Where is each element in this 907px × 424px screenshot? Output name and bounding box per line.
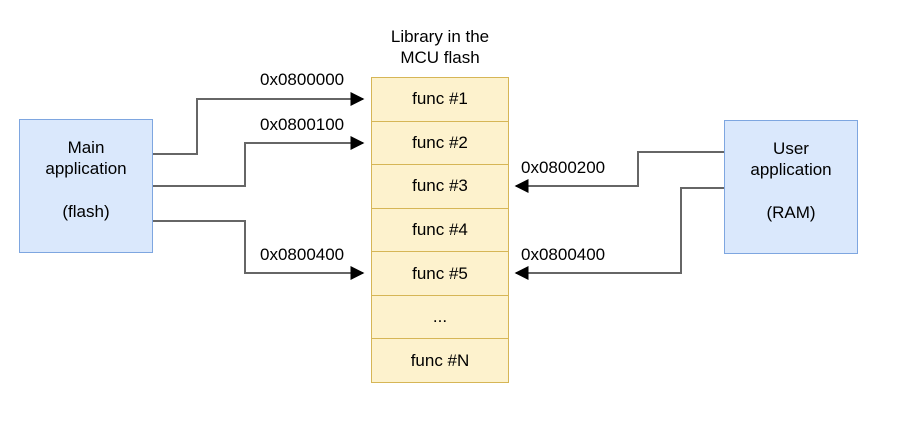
address-label-0x0800100: 0x0800100 (260, 115, 345, 134)
address-label-0x0800400-main: 0x0800400 (260, 245, 345, 264)
library-row-label: func #4 (412, 220, 468, 240)
connector-main-to-func2 (153, 136, 365, 187)
library-row-ellipsis: ... (372, 296, 508, 340)
library-row-func1: func #1 (372, 78, 508, 122)
address-label-0x0800200: 0x0800200 (521, 158, 606, 177)
library-row-func2: func #2 (372, 122, 508, 166)
address-label-0x0800000: 0x0800000 (260, 70, 345, 89)
library-row-label: func #3 (412, 176, 468, 196)
library-row-label: func #2 (412, 132, 468, 152)
library-row-label: ... (432, 307, 448, 327)
library-caption: Library in the MCU flash (390, 27, 490, 67)
library-row-func4: func #4 (372, 209, 508, 253)
library-row-funcN: func #N (372, 339, 508, 382)
main-application-title: Main application (45, 138, 127, 178)
user-application-title: User application (750, 139, 832, 179)
library-row-label: func #N (410, 350, 470, 370)
library-row-func5: func #5 (372, 252, 508, 296)
user-application-box: User application (RAM) (724, 120, 858, 254)
library-row-label: func #1 (412, 89, 468, 109)
user-application-subtitle: (RAM) (766, 203, 816, 222)
library-row-func3: func #3 (372, 165, 508, 209)
library-row-label: func #5 (412, 263, 468, 283)
address-label-0x0800400-user: 0x0800400 (521, 245, 606, 264)
library-stack: func #1 func #2 func #3 func #4 func #5 … (371, 77, 509, 383)
main-application-subtitle: (flash) (62, 202, 110, 221)
main-application-box: Main application (flash) (19, 119, 153, 253)
